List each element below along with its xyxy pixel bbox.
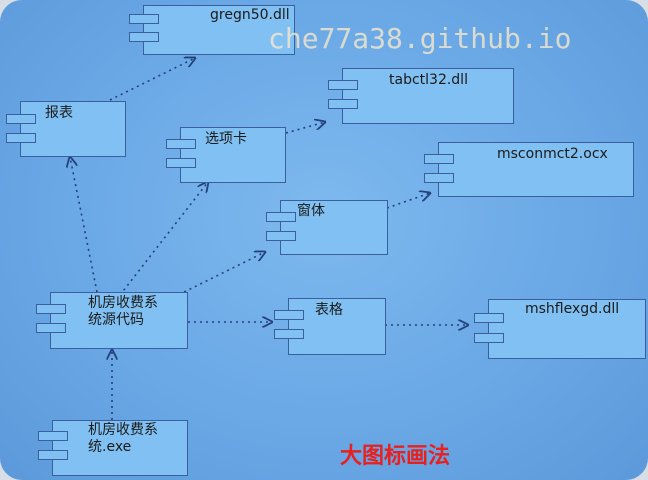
component-port-top: [474, 313, 504, 323]
component-label: mshflexgd.dll: [525, 301, 620, 317]
component-port-bottom: [266, 231, 296, 241]
component-port-bottom: [474, 333, 504, 343]
component-port-top: [166, 139, 196, 149]
component-port-top: [274, 310, 304, 320]
component-chuangti: 窗体: [266, 200, 388, 255]
component-biaoge: 表格: [274, 298, 386, 355]
component-label: 窗体: [297, 203, 325, 219]
component-gregn50: gregn50.dll: [129, 5, 295, 55]
component-port-bottom: [6, 133, 36, 143]
component-port-top: [36, 304, 66, 314]
component-label: gregn50.dll: [210, 7, 290, 23]
component-port-top: [424, 154, 454, 164]
component-label: 表格: [315, 302, 343, 318]
component-label: tabctl32.dll: [389, 72, 468, 88]
component-port-bottom: [274, 329, 304, 339]
component-port-bottom: [166, 158, 196, 168]
component-mshflexgd: mshflexgd.dll: [474, 299, 646, 359]
component-port-bottom: [38, 450, 68, 460]
watermark-text: che77a38.github.io: [268, 22, 572, 55]
caption-text: 大图标画法: [340, 444, 451, 469]
component-xuanxiangka: 选项卡: [166, 127, 286, 183]
component-label: 选项卡: [205, 131, 247, 147]
component-label: 机房收费系 统源代码: [88, 295, 158, 328]
component-label: msconmct2.ocx: [497, 146, 608, 162]
component-port-top: [266, 212, 296, 222]
component-port-top: [6, 114, 36, 124]
component-port-bottom: [424, 173, 454, 183]
component-msconmct2: msconmct2.ocx: [424, 142, 634, 197]
component-port-bottom: [328, 99, 358, 109]
component-port-top: [38, 431, 68, 441]
component-baobiao: 报表: [6, 101, 126, 157]
component-port-bottom: [36, 323, 66, 333]
component-port-top: [129, 14, 159, 24]
component-label: 报表: [45, 105, 73, 121]
component-exe: 机房收费系 统.exe: [38, 420, 188, 476]
component-tabctl32: tabctl32.dll: [328, 68, 514, 124]
component-source-code: 机房收费系 统源代码: [36, 292, 188, 349]
component-label: 机房收费系 统.exe: [88, 422, 158, 455]
component-port-bottom: [129, 32, 159, 42]
component-port-top: [328, 80, 358, 90]
